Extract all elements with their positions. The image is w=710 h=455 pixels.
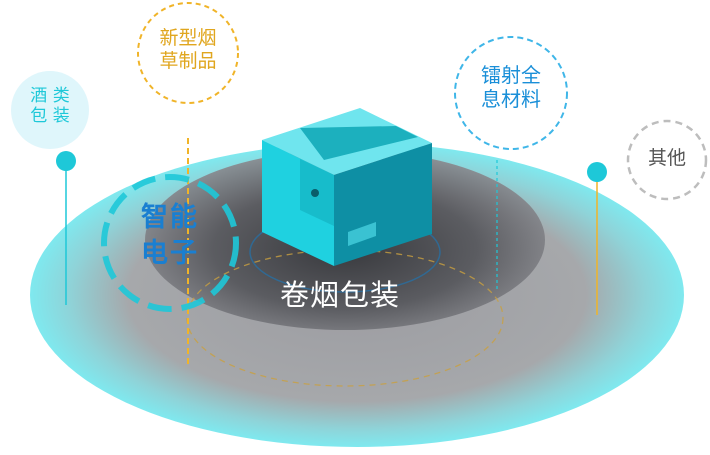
foil-bubble	[454, 36, 568, 150]
foil-label: 镭射全 息材料	[481, 63, 541, 111]
box-side-label	[348, 222, 376, 246]
tobacco-label: 新型烟 草制品	[159, 27, 217, 72]
smart-label: 智能 电子	[141, 202, 199, 270]
box-dot	[311, 189, 319, 197]
smart-bubble	[101, 174, 239, 312]
package-box	[262, 108, 432, 266]
liquor-label: 酒 类 包 装	[30, 86, 70, 127]
tobacco-bubble	[137, 2, 239, 104]
other-label: 其他	[647, 147, 686, 169]
liquor-bubble	[11, 71, 89, 149]
other-node	[587, 162, 607, 182]
center-label: 卷烟包装	[279, 278, 400, 312]
liquor-node	[56, 151, 76, 171]
box-top-seam	[300, 126, 418, 160]
other-bubble	[626, 119, 708, 201]
